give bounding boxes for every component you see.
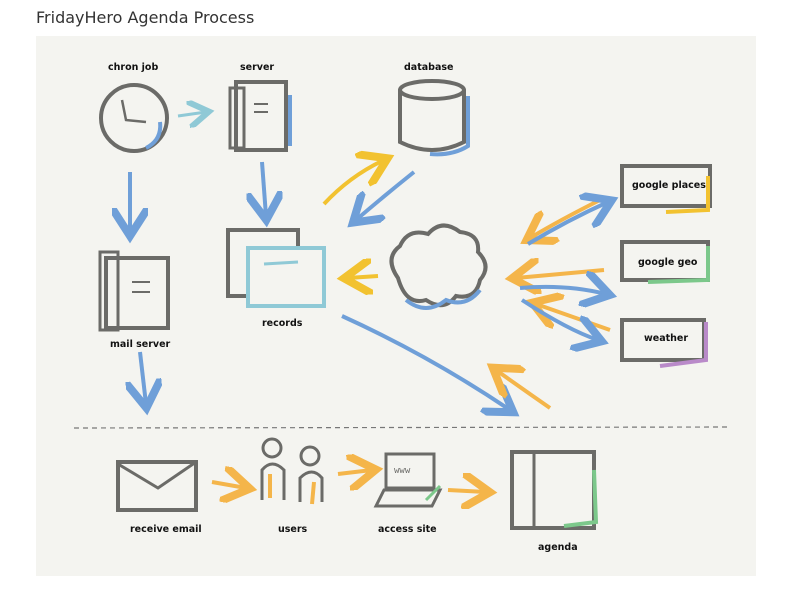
database-icon — [398, 79, 470, 157]
users-icon — [260, 437, 324, 505]
access-site-label: access site — [378, 524, 437, 535]
server-icon — [228, 80, 292, 152]
arrow-cloud-to-places — [526, 202, 608, 246]
arrow-places-to-cloud — [530, 198, 601, 238]
arrow-records-to-agenda — [341, 314, 510, 410]
svg-text:www: www — [394, 466, 411, 476]
mail-server-icon — [98, 250, 170, 332]
records-icon — [226, 228, 326, 308]
cloud-icon — [389, 223, 488, 310]
laptop-icon: www — [373, 452, 443, 508]
weather-box — [620, 318, 708, 368]
arrow-server-to-records — [262, 161, 266, 216]
flow-arrows — [130, 112, 610, 492]
arrow-chron-to-server — [177, 112, 206, 116]
arrow-users-to-site — [337, 470, 372, 474]
envelope-icon — [116, 460, 198, 512]
arrow-email-to-users — [211, 482, 246, 488]
mail-server-label: mail server — [110, 339, 171, 350]
arrow-database-to-records — [356, 170, 416, 220]
arrow-cloud-to-records — [348, 276, 379, 278]
google-geo-box — [620, 240, 710, 284]
chron-job-label: chron job — [108, 62, 158, 73]
arrow-cloud-to-geo — [519, 287, 606, 294]
google-places-box — [620, 164, 712, 214]
google-places-label: google places — [632, 180, 706, 191]
database-label: database — [404, 62, 453, 73]
diagram-title: FridayHero Agenda Process — [36, 8, 255, 27]
arrow-site-to-agenda — [447, 490, 486, 492]
arrow-geo-to-cloud — [516, 270, 605, 278]
google-geo-label: google geo — [638, 257, 698, 268]
clock-icon — [99, 83, 169, 153]
arrow-records-to-database — [322, 160, 384, 206]
arrow-cloud-to-weather — [520, 298, 598, 340]
arrow-mail-to-receive — [140, 351, 146, 404]
agenda-icon — [510, 450, 599, 530]
arrow-agenda-to-records — [496, 370, 552, 410]
agenda-label: agenda — [538, 542, 578, 553]
weather-label: weather — [644, 333, 688, 344]
records-label: records — [262, 318, 303, 329]
divider-line — [73, 426, 731, 429]
receive-email-label: receive email — [130, 524, 202, 535]
users-label: users — [278, 524, 308, 535]
server-label: server — [240, 62, 274, 73]
